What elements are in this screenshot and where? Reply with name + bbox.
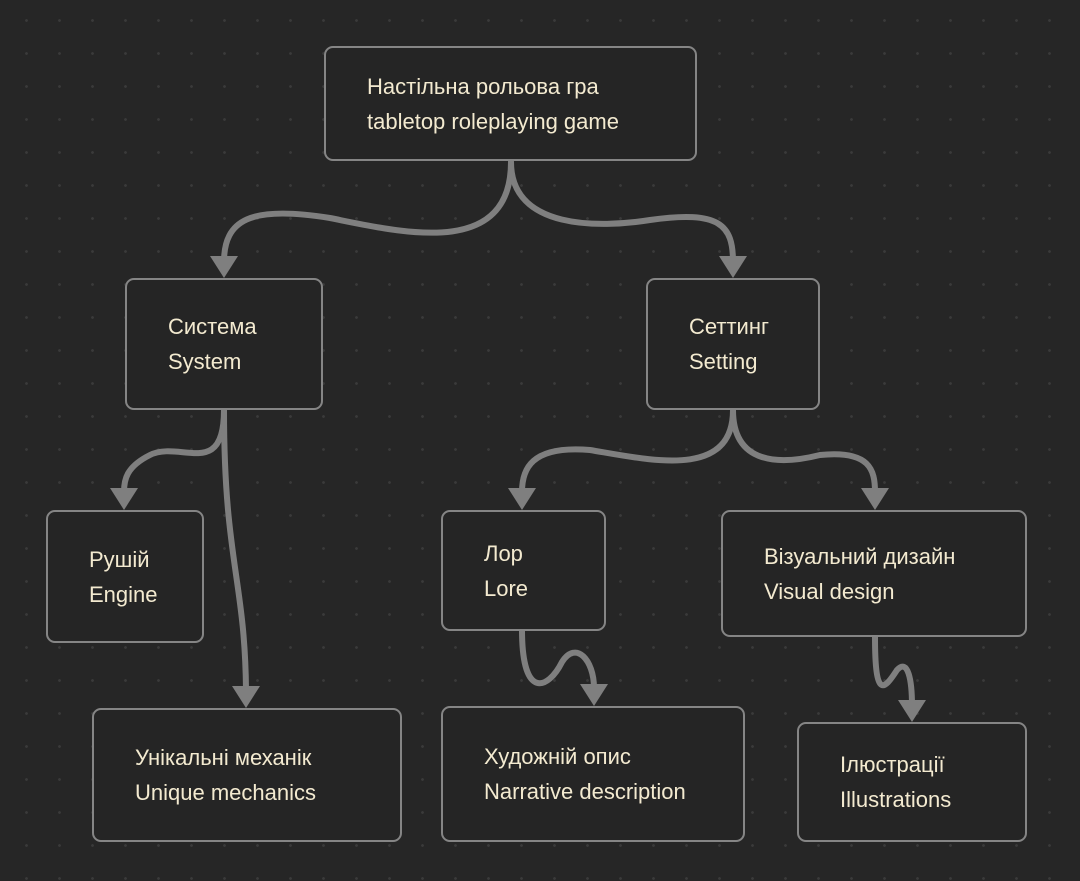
node-label-uk: Унікальні механік [135,745,312,770]
edge-setting-lore [519,407,736,495]
node-illustrations[interactable]: Ілюстрації Illustrations [797,722,1027,842]
arrowhead-setting [719,256,747,278]
edge-visual-illustrations [872,634,915,709]
node-visual-design[interactable]: Візуальний дизайн Visual design [721,510,1027,637]
arrowhead-mechanics [232,686,260,708]
node-unique-mechanics[interactable]: Унікальні механік Unique mechanics [92,708,402,842]
edge-lore-narrative [519,627,597,691]
node-label-en: Narrative description [484,779,686,804]
node-label-uk: Ілюстрації [840,752,945,777]
node-label-uk: Лор [484,540,523,566]
node-label-en: Lore [484,575,529,601]
node-label-en: Setting [689,349,758,374]
node-setting[interactable]: Сеттинг Setting [646,278,820,410]
arrowhead-illustrations [898,700,926,722]
edge-system-engine [121,407,227,495]
node-label-en: Engine [89,581,158,607]
node-label-uk: Система [168,314,257,339]
node-engine[interactable]: Рушій Engine [46,510,204,643]
node-label-uk: Настільна рольова гра [367,73,599,99]
arrowhead-lore [508,488,536,510]
node-label-en: System [168,349,242,374]
node-label-en: tabletop roleplaying game [367,108,619,134]
node-system[interactable]: Система System [125,278,323,410]
edge-setting-visual [730,407,878,495]
node-label-en: Visual design [764,578,895,604]
node-label-uk: Художній опис [484,744,631,769]
arrowhead-narrative [580,684,608,706]
node-label-uk: Візуальний дизайн [764,543,956,569]
node-label-uk: Рушій [89,546,150,572]
arrowhead-engine [110,488,138,510]
node-label-uk: Сеттинг [689,314,770,339]
node-label-en: Unique mechanics [135,780,316,805]
node-label-en: Illustrations [840,787,952,812]
edge-root-setting [508,159,736,265]
edge-root-system [221,159,514,265]
node-lore[interactable]: Лор Lore [441,510,606,631]
edge-system-mechanics [221,407,249,693]
node-tabletop-roleplaying-game[interactable]: Настільна рольова гра tabletop roleplayi… [324,46,697,161]
arrowhead-visual [861,488,889,510]
arrowhead-system [210,256,238,278]
node-narrative-description[interactable]: Художній опис Narrative description [441,706,745,842]
